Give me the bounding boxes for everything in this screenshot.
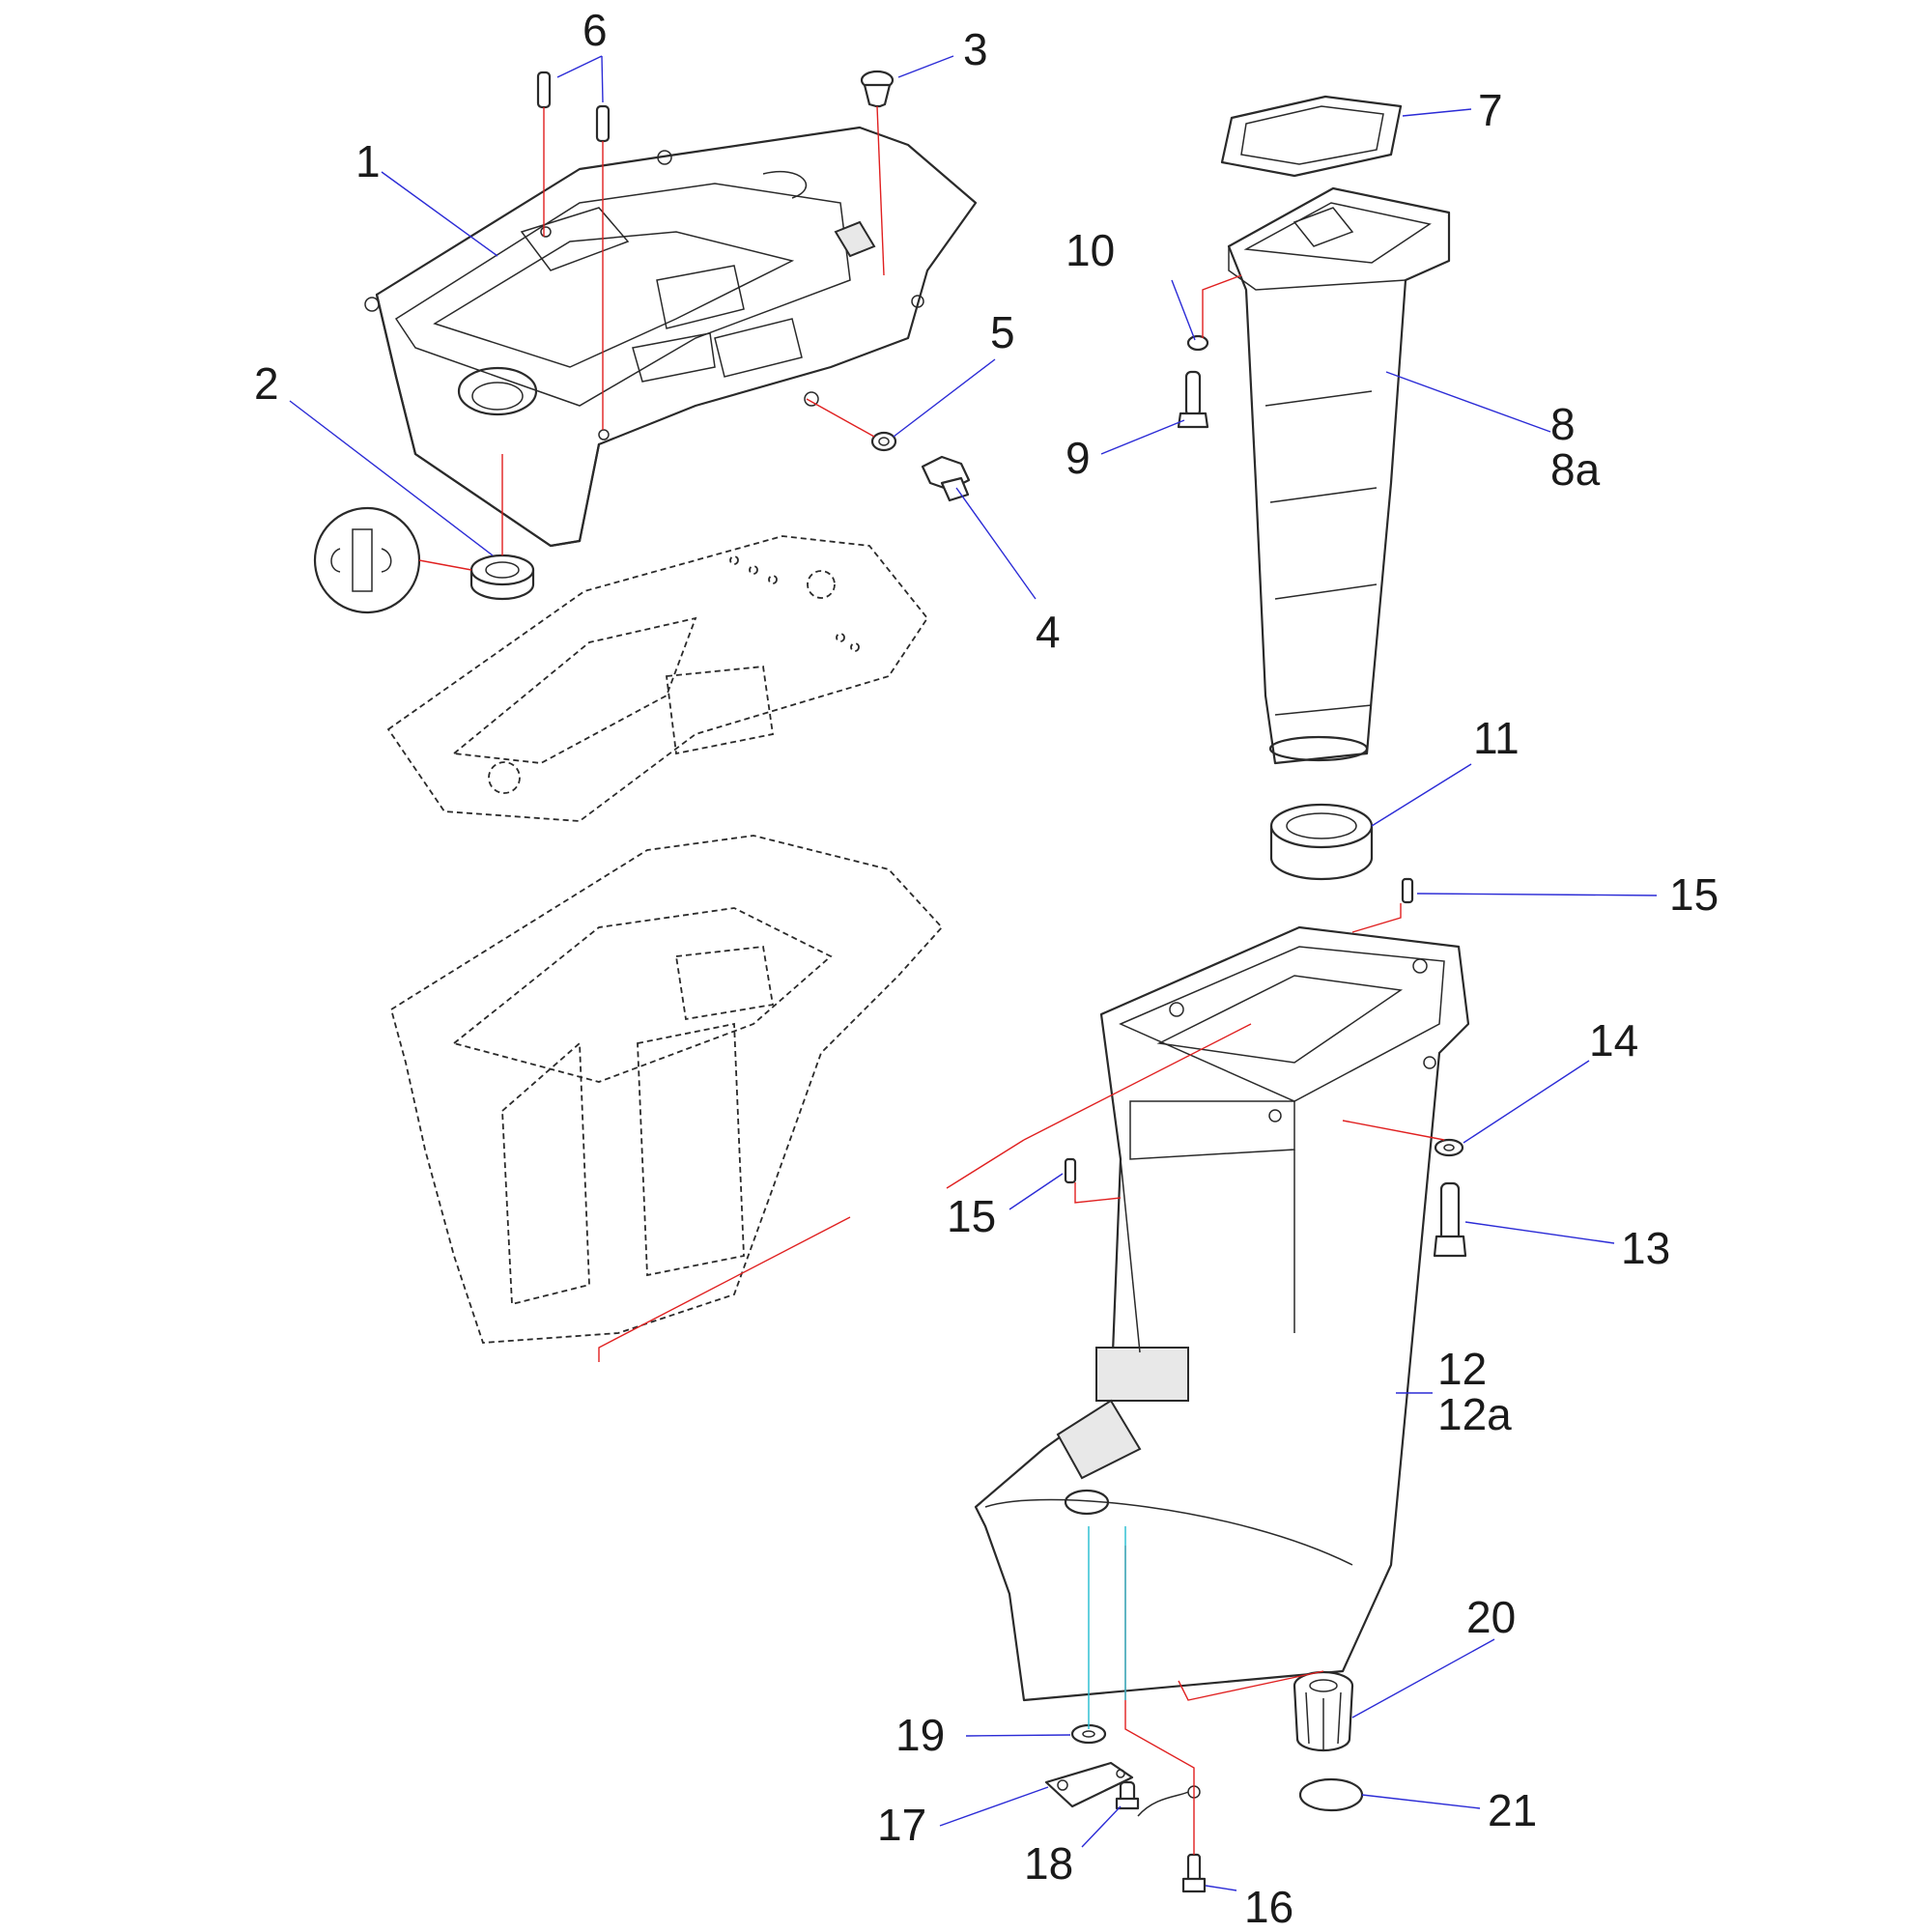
callout-3: 3 — [963, 24, 988, 74]
lower-casing-part-12 — [974, 925, 1470, 1702]
plate-part-17 — [1044, 1761, 1134, 1808]
drive-housing-reference — [389, 835, 944, 1344]
callout-12: 12 — [1437, 1344, 1487, 1394]
callout-13: 13 — [1621, 1223, 1670, 1273]
alignment-lines — [1088, 1526, 1126, 1729]
leader-lines — [289, 55, 1658, 1891]
callout-16: 16 — [1244, 1882, 1293, 1932]
callout-7: 7 — [1478, 85, 1503, 135]
callout-4: 4 — [1036, 607, 1061, 657]
gasket-reference — [386, 535, 929, 822]
washer-part-5 — [870, 431, 897, 452]
nut-part-20 — [1293, 1670, 1354, 1752]
grommet-part-3 — [860, 70, 895, 108]
bolt-part-13 — [1433, 1181, 1467, 1258]
bolt-part-9 — [1177, 370, 1209, 429]
callout-6: 6 — [582, 5, 608, 55]
callout-15-upper: 15 — [1669, 869, 1719, 920]
clip-part-18 — [1137, 1785, 1201, 1817]
callout-1: 1 — [355, 136, 381, 186]
callout-19: 19 — [895, 1710, 945, 1760]
upper-casing-part-1 — [364, 126, 978, 548]
washer-part-10 — [1186, 334, 1209, 352]
assembly-lines — [501, 105, 1445, 1855]
callout-5: 5 — [990, 307, 1015, 357]
washer-part-14 — [1434, 1138, 1464, 1157]
gasket-part-7 — [1220, 95, 1403, 178]
callout-17: 17 — [877, 1800, 926, 1850]
seal-detail-inset — [313, 506, 472, 614]
callout-8: 8 — [1550, 399, 1576, 449]
dowel-pin-part-15-lower — [1064, 1157, 1077, 1184]
callout-8a: 8a — [1550, 444, 1601, 495]
callout-9: 9 — [1065, 433, 1091, 483]
screw-part-18 — [1115, 1780, 1140, 1810]
callout-18: 18 — [1024, 1838, 1073, 1889]
dowel-pin-part-15-upper — [1401, 877, 1414, 904]
callout-10: 10 — [1065, 225, 1115, 275]
callout-12a: 12a — [1437, 1389, 1512, 1439]
bolt-part-16 — [1181, 1853, 1207, 1893]
callout-2: 2 — [254, 358, 279, 409]
bolt-part-4 — [921, 455, 971, 502]
seal-ring-part-11 — [1269, 803, 1374, 881]
exhaust-tube-part-8 — [1227, 186, 1451, 765]
callout-labels: 1 2 3 4 5 6 7 8 8a 9 10 11 12 12a 13 14 … — [254, 5, 1719, 1932]
callout-11: 11 — [1473, 713, 1520, 763]
callout-15-lower: 15 — [947, 1191, 996, 1241]
callout-20: 20 — [1466, 1592, 1516, 1642]
callout-21: 21 — [1488, 1785, 1537, 1835]
oil-seal-part-2 — [469, 554, 535, 601]
snap-ring-part-21 — [1298, 1777, 1364, 1812]
callout-14: 14 — [1589, 1015, 1638, 1065]
dowel-pins-part-6 — [536, 71, 611, 143]
